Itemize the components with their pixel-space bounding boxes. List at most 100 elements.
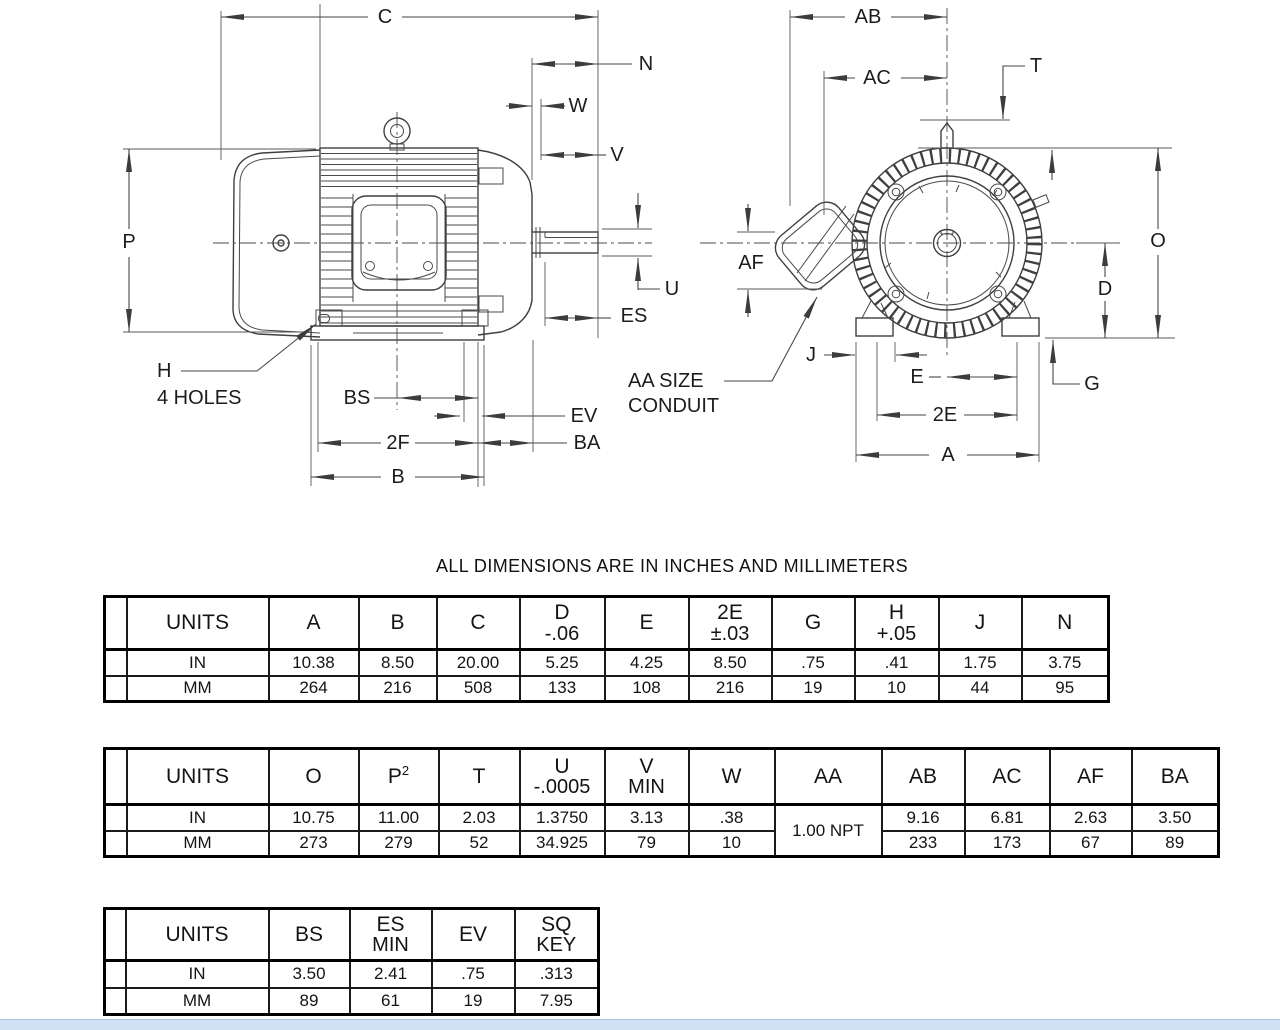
dim-label-c: C [378,6,392,28]
col-header-j: J [937,595,1023,651]
spacer-cell [103,803,128,832]
unit-cell: IN [124,959,270,989]
dimension-table-1: UNITS A B C D-.06 E 2E±.03 G H+.05 J N I… [103,595,1110,703]
engineering-drawing: C N W V P U ES H 4 HOLES BS EV 2F BA B [122,4,1175,488]
value-cell: 10 [853,674,940,703]
value-cell: 3.13 [603,803,690,832]
dim-label-v: V [610,144,624,166]
dim-label-d: D [1098,278,1112,300]
dim-label-bs: BS [344,387,371,409]
value-cell: 61 [348,986,433,1016]
value-cell: 34.925 [518,829,606,858]
side-view-dimensions: C N W V P U ES H 4 HOLES BS EV 2F BA B [122,4,679,488]
value-cell: 5.25 [518,648,606,677]
col-header-p2: P2 [357,747,440,806]
dim-label-u: U [665,278,679,300]
spacer-cell [103,829,128,858]
value-cell-merged: 1.00 NPT [773,803,883,858]
col-header-ba: BA [1130,747,1220,806]
callout-4-holes: 4 HOLES [157,387,241,409]
value-cell: .41 [853,648,940,677]
dim-label-2f: 2F [386,432,409,454]
value-cell: 1.75 [937,648,1023,677]
dim-label-b: B [391,466,404,488]
col-header-u: U-.0005 [518,747,606,806]
value-cell: 2.41 [348,959,433,989]
col-header-af: AF [1048,747,1133,806]
spacer-cell [103,648,128,677]
units-header: UNITS [125,595,270,651]
col-header-n: N [1020,595,1110,651]
dim-label-ab: AB [855,6,882,28]
value-cell: 20.00 [435,648,521,677]
value-cell: 95 [1020,674,1110,703]
value-cell: 2.63 [1048,803,1133,832]
motor-side-view [213,112,652,410]
spacer-cell [103,986,127,1016]
value-cell: 3.50 [1130,803,1220,832]
value-cell: .313 [513,959,600,989]
value-cell: 108 [603,674,690,703]
unit-cell: MM [125,829,270,858]
col-header-c: C [435,595,521,651]
value-cell: 11.00 [357,803,440,832]
table-row: IN 10.75 11.00 2.03 1.3750 3.13 .38 1.00… [103,803,1220,858]
dim-label-af: AF [738,252,764,274]
value-cell: 10 [687,829,776,858]
callout-conduit: CONDUIT [628,395,719,417]
value-cell: 233 [880,829,966,858]
col-header-b: B [357,595,438,651]
dim-label-g: G [1084,373,1100,395]
value-cell: 7.95 [513,986,600,1016]
col-header-t: T [437,747,521,806]
value-cell: 52 [437,829,521,858]
value-cell: 19 [770,674,856,703]
dim-label-j: J [806,344,816,366]
spacer-cell [103,907,127,962]
col-header-e: E [603,595,690,651]
value-cell: 3.50 [267,959,351,989]
dim-label-t: T [1030,55,1042,77]
table-row: MM 89 61 19 7.95 [103,986,600,1016]
value-cell: 216 [357,674,438,703]
value-cell: 279 [357,829,440,858]
value-cell: 8.50 [687,648,773,677]
spacer-cell [103,747,128,806]
spacer-cell [103,595,128,651]
dim-label-n: N [639,53,653,75]
unit-cell: IN [125,648,270,677]
value-cell: 216 [687,674,773,703]
dim-label-ba: BA [574,432,601,454]
unit-cell: MM [125,674,270,703]
value-cell: 44 [937,674,1023,703]
col-header-ev: EV [430,907,516,962]
value-cell: 508 [435,674,521,703]
table-row: IN 10.38 8.50 20.00 5.25 4.25 8.50 .75 .… [103,648,1110,677]
units-header: UNITS [125,747,270,806]
spacer-cell [103,674,128,703]
value-cell: 2.03 [437,803,521,832]
value-cell: 6.81 [963,803,1051,832]
col-header-a: A [267,595,360,651]
unit-cell: IN [125,803,270,832]
value-cell: 89 [1130,829,1220,858]
callout-h: H [157,360,171,382]
col-header-h: H+.05 [853,595,940,651]
callout-aa-size: AA SIZE [628,370,704,392]
table-row: MM 273 279 52 34.925 79 10 233 173 67 89 [103,829,1220,858]
value-cell: 264 [267,674,360,703]
value-cell: 133 [518,674,606,703]
col-header-aa: AA [773,747,883,806]
col-header-g: G [770,595,856,651]
table-row: MM 264 216 508 133 108 216 19 10 44 95 [103,674,1110,703]
units-header: UNITS [124,907,270,962]
value-cell: 10.75 [267,803,360,832]
value-cell: 273 [267,829,360,858]
front-view-dimensions: AB AC T O D G AF J E 2E A AA SIZE CONDUI… [628,6,1175,466]
dim-label-2e: 2E [933,404,957,426]
value-cell: 8.50 [357,648,438,677]
value-cell: 79 [603,829,690,858]
value-cell: .38 [687,803,776,832]
